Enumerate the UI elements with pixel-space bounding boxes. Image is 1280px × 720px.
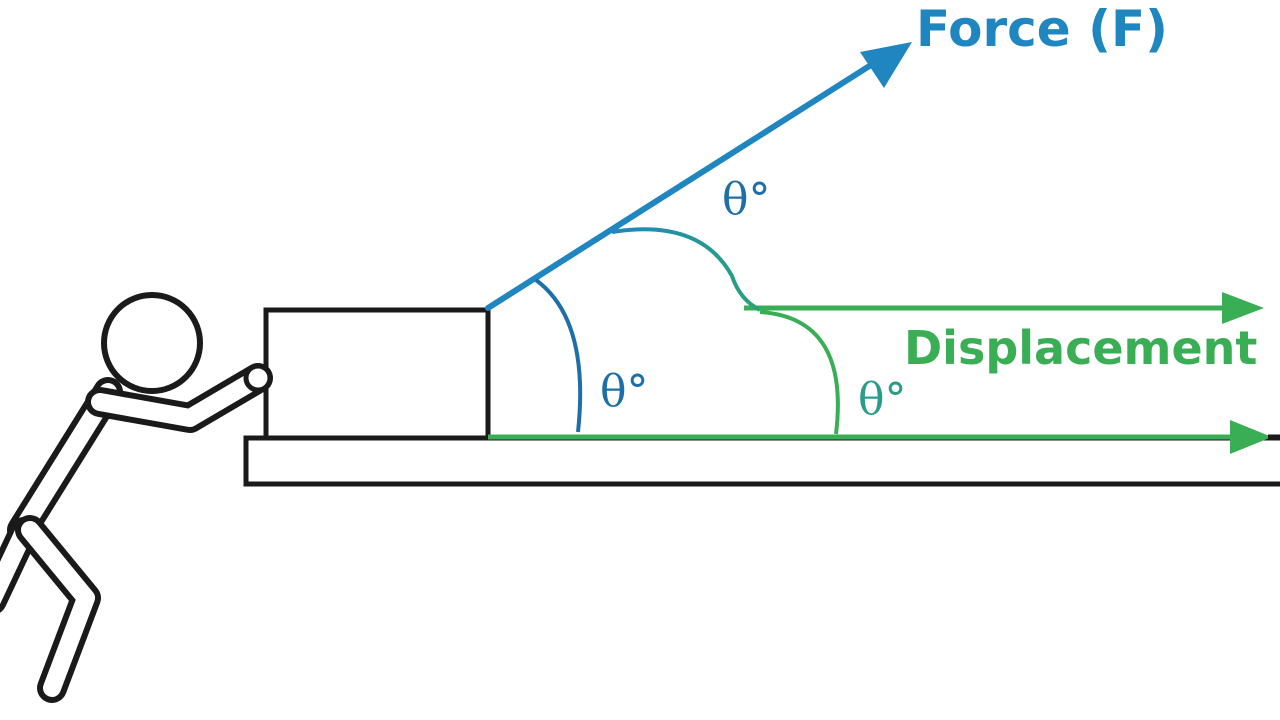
- force-arrowhead: [860, 42, 912, 88]
- displacement-label: Displacement: [904, 321, 1257, 375]
- figure-hand: [243, 363, 273, 393]
- theta-label-box: θ°: [600, 366, 649, 417]
- force-label: Force (F): [916, 0, 1168, 58]
- displacement-arrow-lower: [488, 420, 1280, 454]
- box: [263, 307, 491, 441]
- theta-label-right: θ°: [858, 374, 907, 425]
- displacement-arrow-upper: [744, 292, 1264, 324]
- displacement-arrowhead-upper: [1222, 292, 1264, 324]
- angle-arc-top: [611, 227, 761, 312]
- angle-arc-right: [759, 310, 840, 435]
- angle-arc-box: [534, 278, 583, 433]
- figure-head: [101, 292, 203, 394]
- force-arrow: [485, 42, 912, 311]
- stick-figure: [0, 292, 273, 703]
- displacement-arrowhead-lower: [1230, 420, 1272, 454]
- ground-platform: [243, 435, 1280, 487]
- theta-label-top: θ°: [722, 174, 771, 225]
